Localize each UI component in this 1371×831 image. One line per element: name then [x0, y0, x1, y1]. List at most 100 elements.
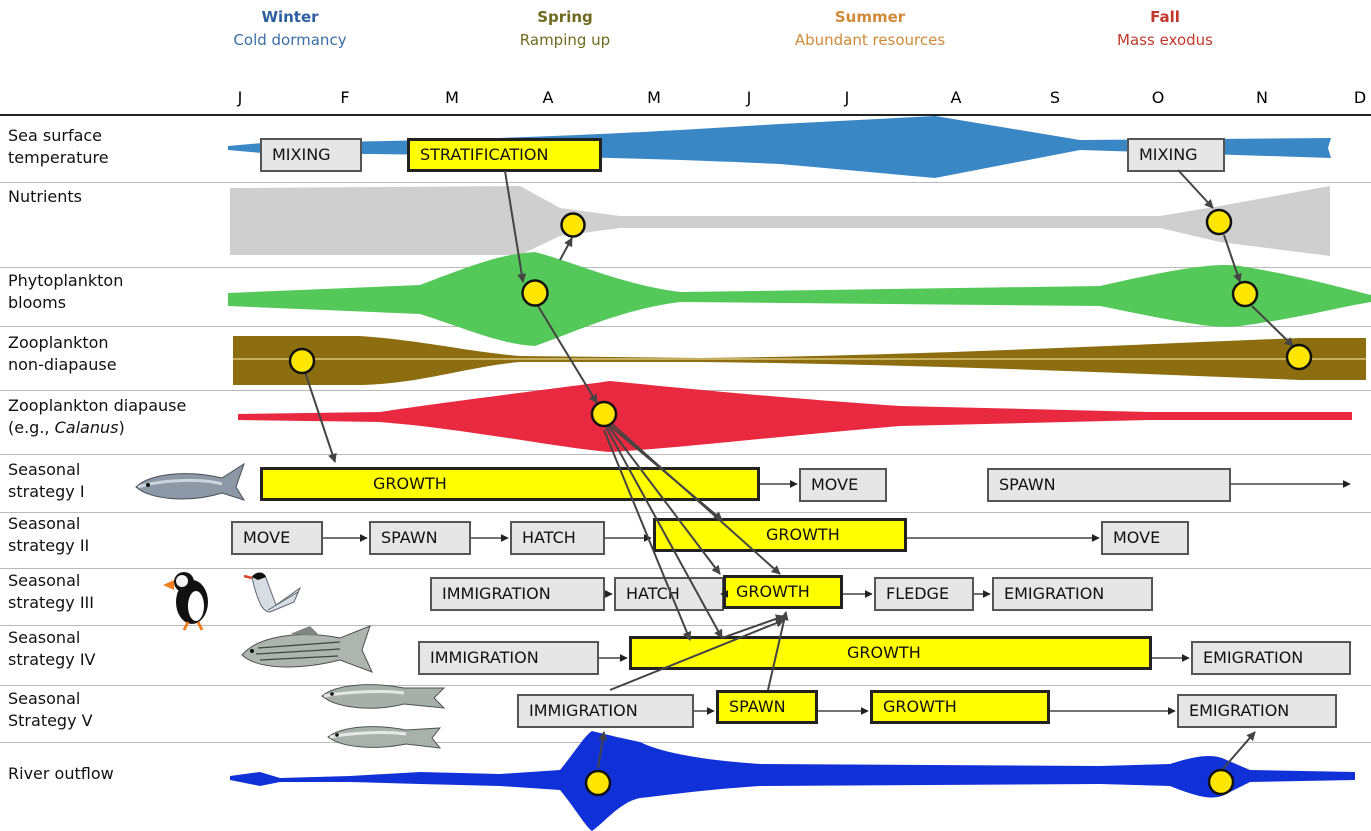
box-s1-spawn: SPAWN [987, 468, 1231, 502]
month-jun: J [746, 88, 752, 107]
zoo-d-genus: Calanus [54, 418, 119, 437]
link-nutrients-to-phyto [1223, 234, 1242, 283]
box-sst-mixing-winter: MIXING [260, 138, 362, 172]
row-label-river: River outflow [8, 763, 114, 785]
month-oct: O [1151, 88, 1165, 107]
puffin-icon [163, 572, 208, 631]
row-label-sst: Sea surface temperature [8, 125, 109, 169]
box-s2-hatch: HATCH [510, 521, 605, 555]
axis-line [0, 114, 1371, 116]
tern-icon [243, 572, 302, 613]
box-sst-stratification: STRATIFICATION [407, 138, 602, 172]
box-s3-immigration: IMMIGRATION [430, 577, 605, 611]
node-phyto-spring [521, 279, 549, 307]
row-divider [0, 568, 1371, 569]
row-label-zoo-nd-line2: non-diapause [8, 355, 117, 374]
row-divider [0, 267, 1371, 268]
row-label-s3-line1: Seasonal [8, 571, 81, 590]
row-divider [0, 685, 1371, 686]
link-phyto-to-zoo-nd [1251, 305, 1294, 347]
link-diapause-to-s4b [603, 429, 692, 641]
nutrients-band [230, 186, 1330, 256]
row-label-s2-line2: strategy II [8, 536, 90, 555]
season-fall: Fall Mass exodus [1055, 6, 1275, 52]
month-aug: A [950, 88, 962, 107]
row-label-sst-line2: temperature [8, 148, 109, 167]
box-s4-emigration: EMIGRATION [1191, 641, 1351, 675]
row-label-strategy-3: Seasonal strategy III [8, 570, 94, 614]
season-summer-sub: Abundant resources [794, 31, 946, 49]
row-label-phyto-line2: blooms [8, 293, 67, 312]
row-label-zooplankton-diapause: Zooplankton diapause (e.g., Calanus) [8, 395, 186, 439]
row-label-s4-line2: strategy IV [8, 650, 96, 669]
node-zoo-nd-winter [288, 347, 316, 375]
box-sst-mixing-fall: MIXING [1127, 138, 1225, 172]
row-divider [0, 454, 1371, 455]
season-winter-name: Winter [261, 8, 319, 26]
box-s1-move: MOVE [799, 468, 887, 502]
month-apr: A [542, 88, 554, 107]
row-label-s3-line2: strategy III [8, 593, 94, 612]
box-s2-spawn: SPAWN [369, 521, 471, 555]
alewife-icon [321, 684, 446, 709]
month-sep: S [1049, 88, 1061, 107]
season-fall-name: Fall [1150, 8, 1180, 26]
season-spring: Spring Ramping up [455, 6, 675, 52]
box-s2-move: MOVE [231, 521, 323, 555]
box-s2-move-fall: MOVE [1101, 521, 1189, 555]
row-label-river-line1: River outflow [8, 764, 114, 783]
row-label-zoo-d-line1: Zooplankton diapause [8, 396, 187, 415]
link-diapause-to-s3 [607, 425, 721, 575]
link-diapause-to-s3b [611, 423, 781, 575]
box-s5-growth: GROWTH [870, 690, 1050, 724]
row-label-s2-line1: Seasonal [8, 514, 81, 533]
box-s3-growth: GROWTH [723, 575, 843, 609]
box-s2-growth: GROWTH [653, 518, 907, 552]
row-label-nutrients-line1: Nutrients [8, 187, 82, 206]
season-summer-name: Summer [834, 8, 906, 26]
link-nutrient-node-up [559, 237, 573, 261]
season-winter: Winter Cold dormancy [180, 6, 400, 52]
season-fall-sub: Mass exodus [1117, 31, 1213, 49]
link-stratification-to-phyto [504, 170, 527, 283]
node-zoo-d-spring [590, 400, 618, 428]
month-nov: N [1256, 88, 1268, 107]
striped-bass-icon [241, 625, 373, 673]
river-outflow-band [230, 731, 1355, 831]
zoo-d-eg: (e.g., [8, 418, 55, 437]
node-river-spring [584, 769, 612, 797]
row-label-zoo-d-line2: (e.g., Calanus) [8, 417, 186, 439]
season-winter-sub: Cold dormancy [233, 31, 347, 49]
box-s5-emigration: EMIGRATION [1177, 694, 1337, 728]
season-spring-name: Spring [537, 8, 593, 26]
row-label-s1-line2: strategy I [8, 482, 85, 501]
zooplankton-diapause-band [238, 381, 1352, 452]
season-spring-sub: Ramping up [519, 31, 611, 49]
node-zoo-nd-fall [1285, 343, 1313, 371]
link-zoo-nd-to-s1 [304, 371, 337, 463]
box-s5-spawn: SPAWN [716, 690, 818, 724]
box-s1-growth: GROWTH [260, 467, 760, 501]
node-phyto-fall [1231, 280, 1259, 308]
month-may: M [647, 88, 661, 107]
box-s4-growth: GROWTH [629, 636, 1152, 670]
row-label-phytoplankton: Phytoplankton blooms [8, 270, 123, 314]
row-label-nutrients: Nutrients [8, 186, 82, 208]
row-divider [0, 182, 1371, 183]
phytoplankton-band [228, 252, 1371, 346]
box-s4-immigration: IMMIGRATION [418, 641, 599, 675]
node-river-fall [1207, 768, 1235, 796]
link-s4-to-s3-growth [721, 614, 785, 639]
zoo-d-close: ) [118, 418, 125, 437]
link-s5-immig-to-s3 [609, 618, 785, 691]
month-jul: J [844, 88, 850, 107]
row-label-phyto-line1: Phytoplankton [8, 271, 124, 290]
row-label-zoo-nd-line1: Zooplankton [8, 333, 109, 352]
row-divider [0, 625, 1371, 626]
link-phyto-to-diapause [537, 305, 598, 404]
box-s3-emigration: EMIGRATION [992, 577, 1153, 611]
month-dec: D [1353, 88, 1367, 107]
month-jan: J [237, 88, 243, 107]
month-feb: F [340, 88, 350, 107]
